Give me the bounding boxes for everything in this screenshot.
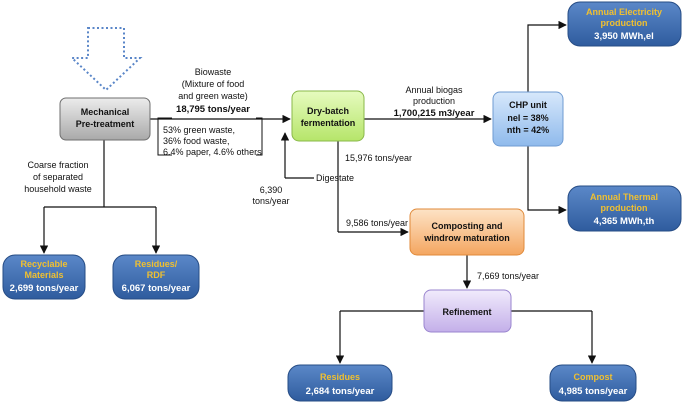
label-digestate: Digestate [316,173,354,183]
mechanical-line2: Pre-treatment [76,119,135,129]
label-biowaste-amount: 18,795 tons/year [176,104,250,115]
recyclable-line1: Recyclable [20,259,67,269]
node-annual-thermal: Annual Thermal production 4,365 MWh,th [567,185,682,232]
label-to-compost: 9,586 tons/year [346,218,408,228]
node-refinement: Refinement [423,289,512,333]
node-annual-electricity: Annual Electricity production 3,950 MWh,… [567,1,682,47]
chp-title: CHP unit [509,100,547,110]
thermal-value: 4,365 MWh,th [594,216,655,227]
node-recyclable-materials: Recyclable Materials 2,699 tons/year [2,254,86,300]
node-compost: Compost 4,985 tons/year [549,364,637,402]
composting-line2: windrow maturation [423,233,510,243]
label-recirc-1: 6,390 [260,185,283,195]
node-residues: Residues 2,684 tons/year [287,364,393,402]
composting-line1: Composting and [432,221,503,231]
residues-rdf-line2: RDF [147,270,166,280]
edge-chp-to-thermal [527,146,567,215]
label-composition-2: 36% food waste, [163,136,230,146]
label-digestate-flow: 15,976 tons/year [345,153,412,163]
input-arrow-icon [69,27,143,92]
label-composition-1: 53% green waste, [163,125,235,135]
edge-chp-to-electricity [527,20,567,92]
drybatch-line2: fermentation [301,118,356,128]
label-recirc-2: tons/year [252,196,289,206]
label-biowaste-3: and green waste) [178,91,248,101]
thermal-line1: Annual Thermal [590,192,658,202]
node-composting: Composting and windrow maturation [409,208,525,256]
label-coarse-3: household waste [24,184,92,194]
residues-rdf-line1: Residues/ [135,259,178,269]
label-biowaste-1: Biowaste [195,67,232,77]
refinement-title: Refinement [442,307,491,317]
recyclable-value: 2,699 tons/year [10,283,79,294]
node-chp-unit: CHP unit nel = 38% nth = 42% [492,91,564,147]
residues-title: Residues [320,372,360,382]
mechanical-line1: Mechanical [81,107,130,117]
compost-value: 4,985 tons/year [559,386,628,397]
recyclable-line2: Materials [24,270,63,280]
residues-value: 2,684 tons/year [306,386,375,397]
label-biowaste-2: (Mixture of food [182,79,245,89]
label-composition-3: 6.4% paper, 4.6% others [163,147,262,157]
compost-title: Compost [574,372,613,382]
label-biogas-1: Annual biogas [405,85,463,95]
electricity-line1: Annual Electricity [586,7,662,17]
thermal-line2: production [601,203,648,213]
label-coarse-1: Coarse fraction [27,160,88,170]
label-biogas-amount: 1,700,215 m3/year [394,108,475,119]
node-dry-batch-fermentation: Dry-batch fermentation [291,90,365,142]
label-coarse-2: of separated [33,172,83,182]
node-residues-rdf: Residues/ RDF 6,067 tons/year [112,254,200,300]
label-to-refine: 7,669 tons/year [477,271,539,281]
electricity-value: 3,950 MWh,el [594,31,654,42]
chp-nel: nel = 38% [507,113,548,123]
chp-nth: nth = 42% [507,125,549,135]
drybatch-line1: Dry-batch [307,106,349,116]
node-mechanical-pretreatment: Mechanical Pre-treatment [59,97,151,141]
electricity-line2: production [601,18,648,28]
composition-bracket [157,117,263,156]
residues-rdf-value: 6,067 tons/year [122,283,191,294]
connectors [39,20,597,364]
label-biogas-2: production [413,96,455,106]
